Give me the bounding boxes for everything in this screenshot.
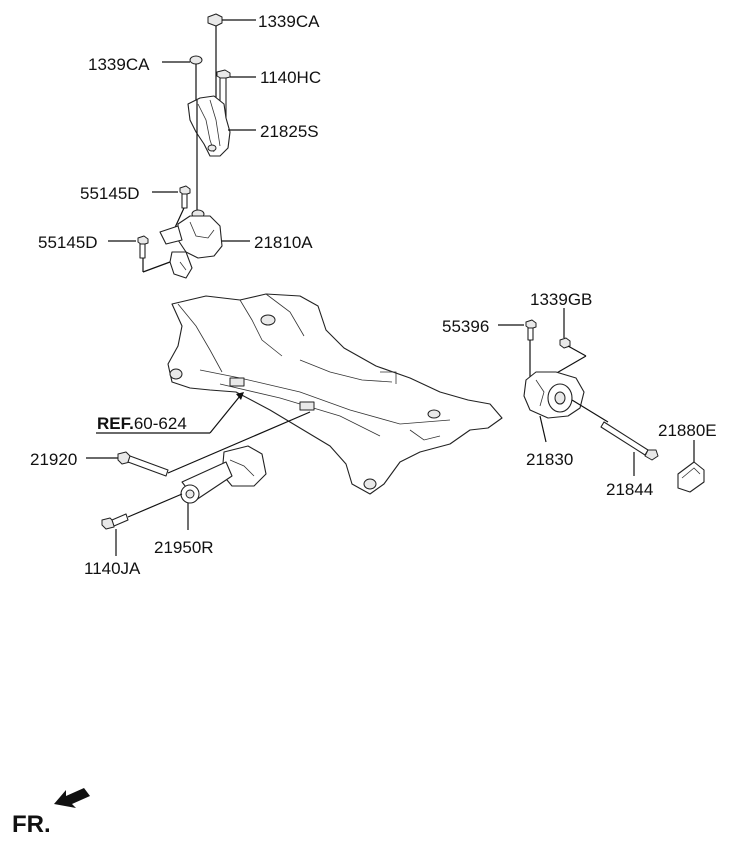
- part-labels: 1339CA 1339CA 1140HC 21825S 55145D 55145…: [30, 12, 717, 578]
- label-21920: 21920: [30, 450, 77, 469]
- roll-rod-assembly: [101, 411, 311, 530]
- bracket-21825s: [187, 95, 231, 157]
- nut-1339ca-top: [207, 13, 223, 104]
- bolt-21844: [571, 399, 659, 461]
- label-21810a: 21810A: [254, 233, 313, 252]
- ref-number: 60-624: [134, 414, 187, 433]
- subframe-crossmember: [167, 293, 503, 495]
- label-1339ca-top: 1339CA: [258, 12, 320, 31]
- top-mount-assembly: [137, 13, 231, 279]
- leader-lines: [86, 19, 695, 556]
- label-21950r: 21950R: [154, 538, 214, 557]
- nut-1339ca-left: [189, 55, 203, 100]
- rear-mount-21830: [523, 371, 585, 419]
- label-1339gb: 1339GB: [530, 290, 592, 309]
- label-55396: 55396: [442, 317, 489, 336]
- label-55145d-upper: 55145D: [80, 184, 140, 203]
- label-1140hc: 1140HC: [260, 68, 321, 87]
- bolt-1140ja: [101, 493, 183, 530]
- roll-rod-21950r: [180, 445, 267, 504]
- label-55145d-lower: 55145D: [38, 233, 98, 252]
- label-21830: 21830: [526, 450, 573, 469]
- svg-text:REF.60-624: REF.60-624: [97, 414, 187, 433]
- ref-prefix: REF.: [97, 414, 134, 433]
- front-arrow-icon: [54, 788, 90, 808]
- bolt-55396: [525, 319, 537, 378]
- rear-mount-assembly: [523, 319, 705, 493]
- bolt-55145d-lower: [137, 235, 171, 273]
- engine-mount-21810a: [159, 209, 223, 279]
- bolt-21920: [117, 451, 169, 477]
- front-direction-indicator: FR.: [12, 788, 90, 838]
- label-1339ca-left: 1339CA: [88, 55, 150, 74]
- label-1140ja: 1140JA: [84, 559, 141, 578]
- cover-21880e: [677, 461, 705, 493]
- label-21844: 21844: [606, 480, 653, 499]
- label-21880e: 21880E: [658, 421, 717, 440]
- bolt-55145d-upper: [171, 185, 191, 235]
- reference-callout: REF.60-624: [96, 392, 244, 434]
- front-label: FR.: [12, 811, 51, 838]
- label-21825s: 21825S: [260, 122, 319, 141]
